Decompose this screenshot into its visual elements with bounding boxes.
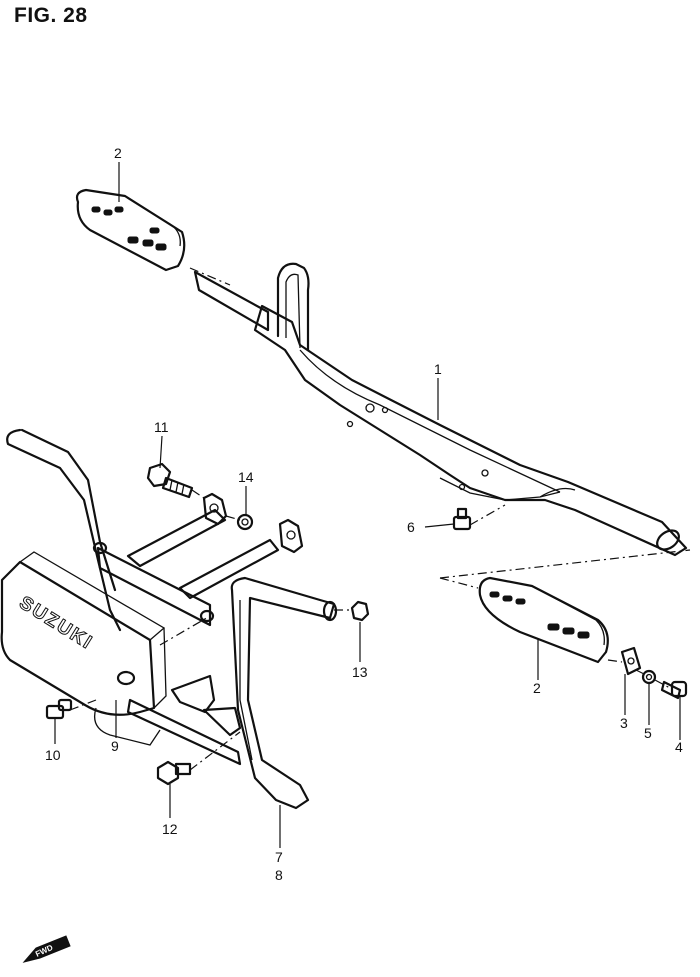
muffler-cover: SUZUKI [0, 551, 167, 746]
clamp-brackets [202, 492, 304, 554]
callout-10: 10 [45, 747, 61, 763]
footrest-rubber-upper [75, 188, 186, 272]
guard-frame [6, 428, 338, 810]
callout-1: 1 [434, 361, 442, 377]
fwd-arrow-icon: FWD [22, 935, 71, 963]
washer [641, 669, 657, 685]
footrest-plate [620, 646, 642, 676]
frame-bolt [146, 462, 194, 499]
assembly-lines [69, 267, 691, 771]
callout-2-right: 2 [533, 680, 541, 696]
leader-lines [54, 162, 681, 848]
callout-3: 3 [620, 715, 628, 731]
callout-2-upper: 2 [114, 145, 122, 161]
cover-bolt [45, 698, 73, 720]
callout-8: 8 [275, 867, 283, 883]
callout-4: 4 [675, 739, 683, 755]
footrest-bar [193, 262, 688, 557]
callout-13: 13 [352, 664, 368, 680]
callout-7: 7 [275, 849, 283, 865]
footrest-bolt [660, 680, 688, 700]
figure-title: FIG. 28 [14, 4, 88, 27]
callout-11: 11 [154, 419, 169, 435]
frame-nut [350, 600, 370, 622]
callout-14: 14 [238, 469, 254, 485]
callout-5: 5 [644, 725, 652, 741]
bar-bolt [452, 507, 472, 531]
callout-9: 9 [111, 738, 119, 754]
footrest-rubber-right [478, 576, 609, 664]
callout-12: 12 [162, 821, 178, 837]
callout-6: 6 [407, 519, 415, 535]
stand-bolt [156, 760, 192, 786]
